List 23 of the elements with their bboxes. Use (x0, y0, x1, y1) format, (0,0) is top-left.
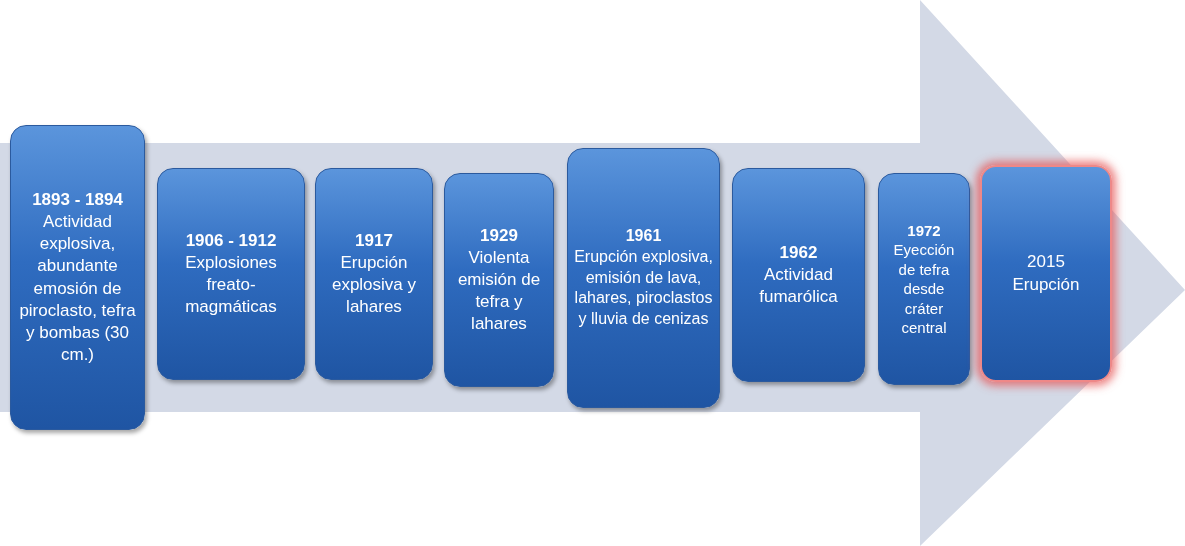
event-description: Violenta emisión de tefra y lahares (456, 246, 542, 336)
timeline-box (732, 168, 865, 382)
timeline-box (157, 168, 305, 380)
timeline-box (567, 148, 720, 408)
event-description: Erupción explosiva, emisión de lava, lahares, piroclastos y lluvia de cenizas (574, 246, 713, 330)
event-description: 2015 Erupción (1012, 251, 1080, 296)
year-heading: 1961 (625, 226, 662, 246)
event-description: Eyección de tefra desde cráter central (892, 240, 956, 338)
year-heading: 1972 (907, 220, 941, 240)
year-heading: 1962 (779, 241, 818, 264)
event-description: Actividad explosiva, abundante emosión de piroclasto, tefra y bombas (30 cm.) (18, 211, 137, 366)
timeline-box (980, 165, 1112, 382)
timeline-box (444, 173, 554, 387)
year-heading: 1906 - 1912 (185, 229, 277, 252)
timeline-box (878, 173, 970, 385)
timeline-box (10, 125, 145, 430)
year-heading: 1917 (355, 229, 393, 252)
timeline-box (315, 168, 433, 380)
event-description: Explosiones freato-magmáticas (184, 251, 278, 319)
event-description: Erupción explosiva y lahares (330, 251, 418, 319)
year-heading: 1929 (480, 224, 518, 247)
event-description: Actividad fumarólica (758, 263, 839, 309)
year-heading: 1893 - 1894 (32, 189, 123, 212)
